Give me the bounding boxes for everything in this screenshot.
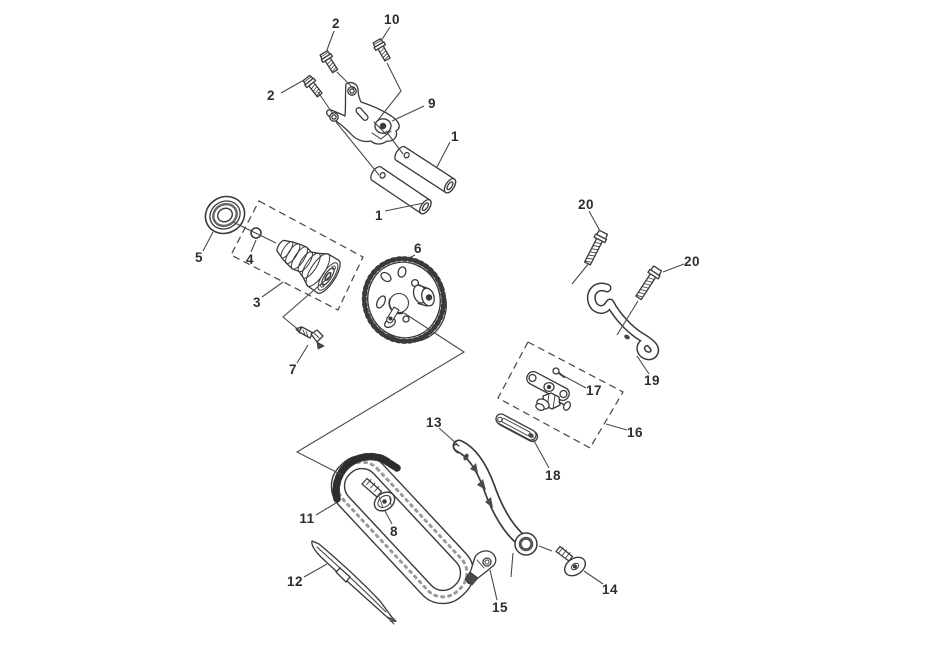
callout-2b: 2 xyxy=(267,88,275,103)
callout-7: 7 xyxy=(289,362,297,377)
leader-13 xyxy=(438,427,458,445)
callout-15: 15 xyxy=(492,600,508,615)
leader-17 xyxy=(561,374,587,389)
tensioner-dashed-box xyxy=(497,341,624,449)
chain-tensioner-16 xyxy=(526,370,572,412)
guide-blade-12 xyxy=(311,540,397,625)
leader-9 xyxy=(391,105,425,122)
assembly-line-bracket-rod-upper xyxy=(385,130,404,155)
leader-4 xyxy=(250,239,257,253)
leader-1a xyxy=(436,141,451,168)
bearing-5 xyxy=(204,195,246,235)
callout-20b: 20 xyxy=(684,254,700,269)
flange-bolt-2-upper xyxy=(318,49,341,75)
callout-14: 14 xyxy=(602,582,618,597)
assembly-line-bolt2b xyxy=(317,91,334,115)
screw-7 xyxy=(295,326,325,350)
leader-5 xyxy=(202,231,214,252)
leader-18 xyxy=(532,438,550,469)
assembly-line-bolt20a xyxy=(571,262,590,285)
assembly-line-bearing-axis xyxy=(232,221,277,244)
bolt-20-right xyxy=(632,264,664,302)
leader-20a xyxy=(588,210,601,232)
bracket-slot xyxy=(355,107,369,121)
callout-9: 9 xyxy=(428,96,436,111)
assembly-line-bolt20b xyxy=(616,300,639,336)
timing-chain-11 xyxy=(330,452,475,605)
sprocket-teeth xyxy=(361,256,447,344)
callout-5: 5 xyxy=(195,250,203,265)
assembly-line-bolt10 xyxy=(377,62,402,121)
assembly-line-sprocket-chain xyxy=(295,312,466,476)
callout-2a: 2 xyxy=(332,16,340,31)
leader-2a xyxy=(326,30,335,51)
bracket-hole-top xyxy=(347,86,357,96)
leader-10 xyxy=(380,26,391,42)
assembly-line-bracket-rod-lower xyxy=(335,121,380,176)
callout-12: 12 xyxy=(287,574,303,589)
flange-bolt-10 xyxy=(371,37,393,63)
callout-19: 19 xyxy=(644,373,660,388)
o-ring-4 xyxy=(250,227,262,239)
chain-links-dark xyxy=(332,452,401,503)
bolt-20-left xyxy=(581,228,610,267)
flange-bolt-2-left xyxy=(301,73,325,100)
leader-6 xyxy=(406,254,416,260)
cam-sprocket-6 xyxy=(361,256,447,344)
callout-18: 18 xyxy=(545,468,561,483)
leader-2b xyxy=(280,79,305,94)
callout-13: 13 xyxy=(426,415,442,430)
callout-17: 17 xyxy=(586,383,602,398)
callout-4: 4 xyxy=(246,252,254,267)
leader-14 xyxy=(583,570,604,585)
leader-11 xyxy=(315,502,337,516)
camshaft-end-face xyxy=(317,262,339,291)
stopper-guide-19 xyxy=(586,282,660,361)
chain-guide-13 xyxy=(452,439,538,556)
bracket-hole-left xyxy=(329,112,339,122)
tensioner-screw-17 xyxy=(552,367,565,378)
flat-head-screw-14 xyxy=(555,545,587,577)
leader-15 xyxy=(489,569,498,601)
gasket-18 xyxy=(495,413,539,443)
bracket-15 xyxy=(464,550,497,586)
leader-1b xyxy=(384,202,425,212)
leader-lines xyxy=(202,26,685,601)
assembly-line-camshaft-screw xyxy=(282,276,330,332)
leader-3 xyxy=(261,281,284,298)
assembly-lines xyxy=(232,62,639,578)
callout-11: 11 xyxy=(299,511,314,526)
callout-10: 10 xyxy=(384,12,400,27)
leader-20b xyxy=(662,263,685,273)
flange-bolt-8 xyxy=(361,477,396,512)
assembly-line-guide-bracket xyxy=(510,552,514,578)
leader-12 xyxy=(303,563,328,578)
callout-6: 6 xyxy=(414,241,422,256)
leader-8 xyxy=(384,510,393,525)
leader-16 xyxy=(605,423,628,431)
camshaft-3 xyxy=(276,239,341,294)
callout-8: 8 xyxy=(390,524,398,539)
callout-3: 3 xyxy=(253,295,261,310)
callout-1a: 1 xyxy=(451,129,459,144)
leader-7 xyxy=(296,344,309,364)
assembly-line-bolt14 xyxy=(538,545,553,552)
camshaft-dashed-box xyxy=(230,200,364,311)
assembly-line-bolt2a xyxy=(336,71,355,90)
callout-labels: 2 10 2 9 1 1 5 4 3 6 7 20 20 19 17 16 18… xyxy=(195,12,700,615)
leader-19 xyxy=(636,355,650,375)
callout-1b: 1 xyxy=(375,208,383,223)
callout-20a: 20 xyxy=(578,197,594,212)
callout-16: 16 xyxy=(627,425,643,440)
